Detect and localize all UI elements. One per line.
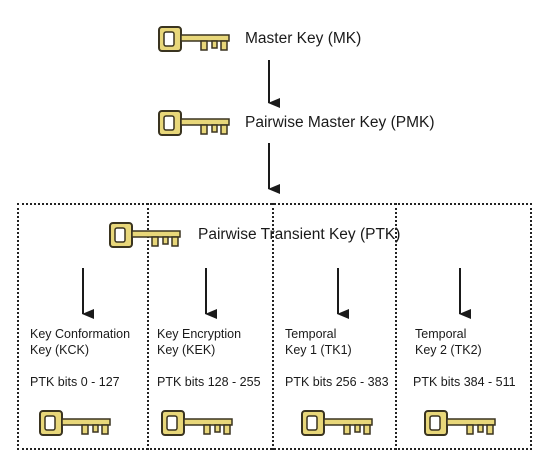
tk2-bits: PTK bits 384 - 511	[413, 375, 516, 389]
tk1-bits: PTK bits 256 - 383	[285, 375, 389, 389]
tk2-key-icon	[423, 408, 499, 438]
pmk-key-icon	[157, 108, 233, 138]
tk2-name-line1: Temporal	[415, 327, 467, 341]
column-divider-2	[272, 203, 274, 450]
column-divider-3	[395, 203, 397, 450]
kek-key-icon	[160, 408, 236, 438]
master-key-icon	[157, 24, 233, 54]
kck-bits: PTK bits 0 - 127	[30, 375, 120, 389]
ptk-key-icon	[108, 220, 184, 250]
kck-key-icon	[38, 408, 114, 438]
master-key-label: Master Key (MK)	[245, 30, 362, 47]
tk1-key-icon	[300, 408, 376, 438]
tk2-name-line2: Key 2 (TK2)	[415, 343, 482, 357]
kek-name-line2: Key (KEK)	[157, 343, 216, 357]
tk1-name-line1: Temporal	[285, 327, 337, 341]
kck-name-line1: Key Conformation	[30, 327, 131, 341]
kck-name-line2: Key (KCK)	[30, 343, 90, 357]
tk1-name-line2: Key 1 (TK1)	[285, 343, 352, 357]
ptk-label: Pairwise Transient Key (PTK)	[198, 226, 401, 243]
column-divider-1	[147, 203, 149, 450]
pmk-label: Pairwise Master Key (PMK)	[245, 114, 435, 131]
ptk-group-frame	[17, 203, 532, 450]
kek-bits: PTK bits 128 - 255	[157, 375, 261, 389]
kek-name-line1: Key Encryption	[157, 327, 242, 341]
